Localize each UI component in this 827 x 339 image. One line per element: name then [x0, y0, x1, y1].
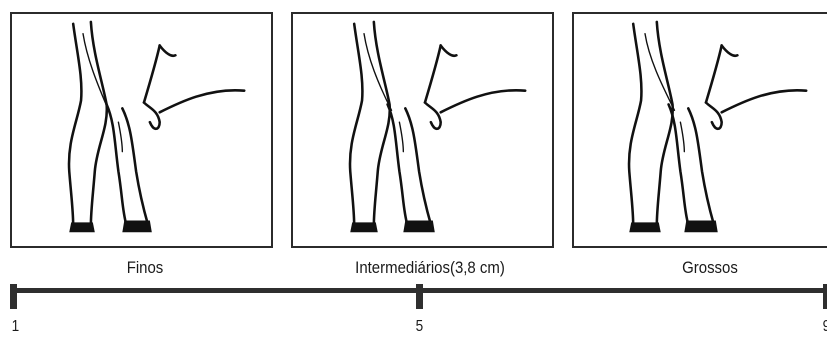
- label-intermediarios: Intermediários(3,8 cm): [324, 258, 535, 278]
- label-intermediarios-text: Intermediários: [355, 258, 450, 277]
- scale-tick-9: [823, 284, 827, 309]
- hind-legs-illustration-finos: [12, 14, 271, 246]
- hind-legs-illustration-grossos: [574, 14, 827, 246]
- scale-tick-1: [10, 284, 17, 309]
- scale-mark-5: 5: [416, 318, 424, 336]
- label-grossos: Grossos: [648, 258, 771, 278]
- scale-mark-9: 9: [823, 318, 827, 336]
- panel-grossos: [572, 12, 827, 248]
- label-finos: Finos: [101, 258, 189, 278]
- hind-legs-illustration-intermediarios: [293, 14, 552, 246]
- panel-finos: [10, 12, 273, 248]
- label-intermediarios-note: (3,8 cm): [450, 258, 505, 277]
- panel-intermediarios: [291, 12, 554, 248]
- scale-tick-5: [416, 284, 423, 309]
- scale-mark-1: 1: [12, 318, 20, 336]
